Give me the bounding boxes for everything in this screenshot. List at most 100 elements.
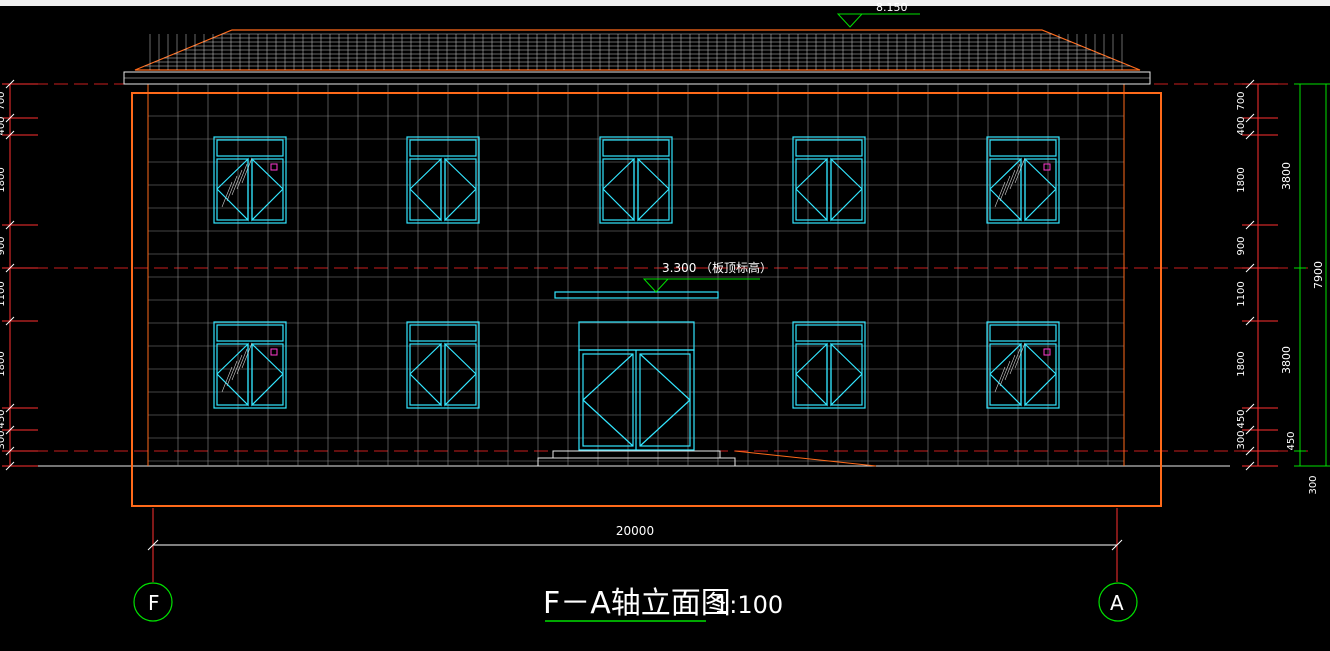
glass-hatch — [1004, 169, 1016, 196]
window-sash-right — [830, 343, 863, 406]
dimension-tick — [5, 130, 15, 140]
window-frame — [986, 321, 1060, 409]
window-tag — [1043, 163, 1051, 171]
dimension-label: 1800 — [0, 167, 7, 192]
window-sash-right — [251, 343, 284, 406]
overall-width-dimension: 20000 — [147, 508, 1123, 582]
entrance-door — [578, 321, 695, 451]
level-marker-mid: 3.300 （板顶标高） — [642, 260, 772, 293]
window-frame — [792, 321, 866, 409]
dimension-label: 450 — [1236, 409, 1247, 428]
glass-hatch — [241, 157, 253, 184]
drawing-title: F－A轴立面图 1:100 — [543, 586, 783, 622]
dimension-label: 400 — [1236, 116, 1247, 135]
glass-hatch — [221, 366, 233, 393]
window-opening-mark — [602, 157, 635, 222]
window — [792, 321, 866, 409]
window-transom — [989, 324, 1057, 342]
window-sash-right — [444, 343, 477, 406]
dimension-tick — [5, 425, 15, 435]
right-total: 7900 — [1312, 261, 1325, 289]
window-opening-mark — [1024, 157, 1057, 222]
dimension-tick — [1245, 79, 1255, 89]
dimension-label: 700 — [0, 91, 7, 110]
dimension-label: 700 — [1236, 91, 1247, 110]
window-opening-mark — [795, 157, 828, 222]
window-frame — [213, 321, 287, 409]
window-tag — [270, 348, 278, 356]
dimension-tick — [1245, 446, 1255, 456]
dimension-tick — [1245, 461, 1255, 471]
right-group-base: 450 — [1286, 431, 1297, 450]
window-transom — [795, 324, 863, 342]
window-frame — [213, 136, 287, 224]
window — [406, 321, 480, 409]
window-frame — [792, 136, 866, 224]
window-sash-left — [795, 158, 828, 221]
window-opening-mark — [444, 342, 477, 407]
windows — [213, 136, 1060, 409]
window-sash-left — [989, 158, 1022, 221]
overall-width-value: 20000 — [616, 524, 654, 538]
window-sash-right — [1024, 343, 1057, 406]
drawing-title-main: F－A轴立面图 — [543, 586, 731, 621]
window-opening-mark — [989, 342, 1022, 407]
window — [986, 321, 1060, 409]
window-tag — [1043, 348, 1051, 356]
drawing-title-scale: 1:100 — [714, 591, 783, 619]
dimension-label: 1800 — [1236, 351, 1247, 376]
dimension-tick — [5, 316, 15, 326]
window-opening-mark — [989, 157, 1022, 222]
window — [406, 136, 480, 224]
window — [213, 136, 287, 224]
dimension-tick — [5, 446, 15, 456]
glass-hatch — [236, 163, 248, 190]
window-transom — [216, 324, 284, 342]
window-opening-mark — [637, 157, 670, 222]
axis-bubble-right: A — [1098, 582, 1138, 622]
axis-right-label: A — [1110, 591, 1124, 615]
window-opening-mark — [251, 157, 284, 222]
window-opening-mark — [251, 342, 284, 407]
glass-hatch — [994, 181, 1006, 208]
axis-left-label: F — [148, 591, 160, 615]
window-opening-mark — [216, 157, 249, 222]
dimension-tick — [5, 220, 15, 230]
window-transom — [409, 139, 477, 157]
dimension-label: 900 — [0, 236, 7, 255]
window — [213, 321, 287, 409]
glass-hatch — [1014, 342, 1026, 369]
window-sash-left — [795, 343, 828, 406]
window-opening-mark — [830, 342, 863, 407]
window-transom — [989, 139, 1057, 157]
dimension-tick — [1245, 403, 1255, 413]
glass-hatch — [1004, 354, 1016, 381]
window-tag — [270, 163, 278, 171]
window-sash-left — [216, 158, 249, 221]
window-frame — [406, 136, 480, 224]
window-opening-mark — [409, 157, 442, 222]
glass-hatch — [231, 354, 243, 381]
dimension-tick — [5, 403, 15, 413]
window-frame — [406, 321, 480, 409]
window-opening-mark — [409, 342, 442, 407]
window-sash-right — [444, 158, 477, 221]
right-group-lower: 3800 — [1280, 346, 1293, 374]
dimension-tick — [1245, 316, 1255, 326]
window-transom — [602, 139, 670, 157]
window — [599, 136, 673, 224]
window-sash-left — [409, 158, 442, 221]
window-sash-right — [1024, 158, 1057, 221]
glass-hatch — [1009, 163, 1021, 190]
dimension-label: 300 — [1236, 430, 1247, 449]
glass-hatch — [1009, 348, 1021, 375]
window-frame — [986, 136, 1060, 224]
dimension-tick — [5, 263, 15, 273]
glass-hatch — [236, 348, 248, 375]
glass-hatch — [221, 181, 233, 208]
glass-hatch — [1014, 157, 1026, 184]
level-top-value: 8.150 — [876, 1, 908, 14]
window-sash-right — [637, 158, 670, 221]
window-opening-mark — [830, 157, 863, 222]
